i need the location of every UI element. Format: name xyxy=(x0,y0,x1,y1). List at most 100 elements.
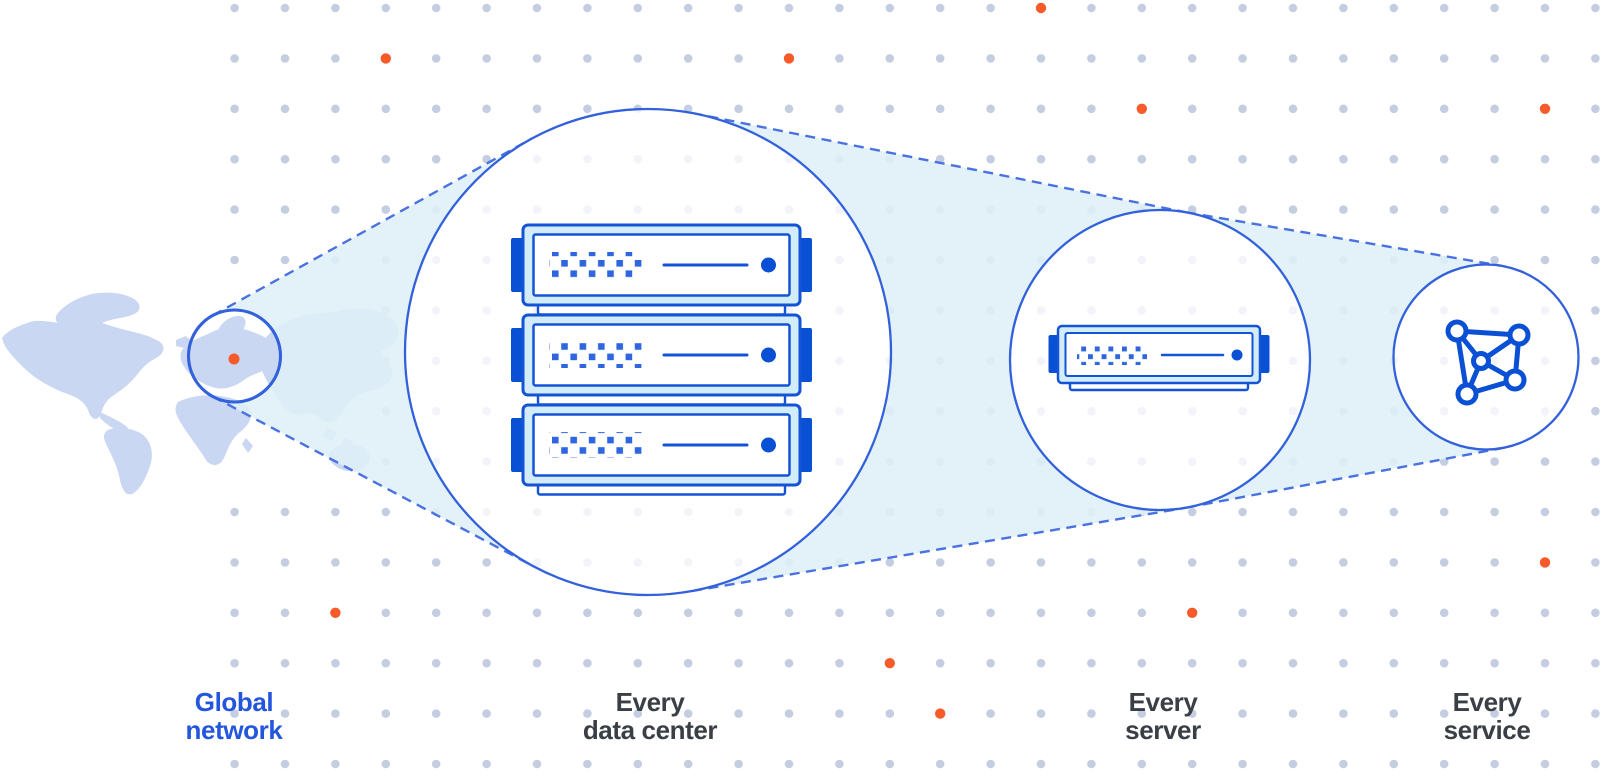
grid-dot xyxy=(633,759,643,769)
grid-dot xyxy=(683,658,693,668)
grid-dot xyxy=(230,608,239,618)
single-server-icon xyxy=(1048,324,1270,392)
grid-dot xyxy=(835,104,844,114)
grid-dot xyxy=(1389,3,1399,13)
grid-dot xyxy=(381,154,391,164)
grid-dot xyxy=(935,558,945,567)
grid-dot xyxy=(1137,54,1147,63)
grid-dot xyxy=(1490,104,1499,114)
grid-dot xyxy=(331,54,340,63)
grid-dot xyxy=(1540,54,1550,63)
grid-dot xyxy=(230,205,239,214)
grid-dot xyxy=(331,507,340,517)
grid-dot xyxy=(1540,457,1550,466)
grid-dot xyxy=(1439,658,1449,668)
grid-dot xyxy=(1288,558,1298,567)
grid-dot xyxy=(230,759,239,769)
grid-dot xyxy=(935,608,945,618)
grid-dot xyxy=(280,255,290,265)
grid-dot xyxy=(1490,608,1499,618)
grid-dot xyxy=(1389,709,1399,718)
grid-dot xyxy=(1389,658,1399,668)
grid-dot xyxy=(482,54,491,63)
grid-dot xyxy=(1439,507,1449,517)
grid-dot xyxy=(986,558,995,567)
grid-dot xyxy=(1187,54,1197,63)
grid-dot xyxy=(734,54,743,63)
grid-dot xyxy=(331,205,340,214)
grid-dot xyxy=(1490,658,1499,668)
grid-dot xyxy=(1187,759,1197,769)
grid-dot xyxy=(532,709,542,718)
grid-dot xyxy=(381,104,391,114)
grid-dot xyxy=(734,3,743,13)
grid-dot xyxy=(1591,3,1600,13)
grid-dot xyxy=(1339,709,1348,718)
grid-dot-orange xyxy=(884,658,895,669)
grid-dot xyxy=(381,608,391,618)
grid-dot xyxy=(1591,759,1600,769)
zoom-beam-datacenter-to-server xyxy=(692,113,1188,591)
grid-dot xyxy=(1591,558,1600,567)
server-unit xyxy=(511,223,812,316)
grid-dot xyxy=(1087,3,1096,13)
grid-dot xyxy=(1137,759,1147,769)
grid-dot xyxy=(331,154,340,164)
grid-dot xyxy=(1490,3,1499,13)
label-line: Every xyxy=(1128,687,1198,717)
grid-dot xyxy=(1288,104,1298,114)
grid-dot xyxy=(1490,759,1499,769)
grid-dot xyxy=(1187,104,1197,114)
grid-dot-orange xyxy=(1035,2,1047,14)
grid-dot xyxy=(230,3,239,13)
grid-dot xyxy=(1288,658,1298,668)
grid-dot xyxy=(280,608,290,618)
label-every-data-center: Every data center xyxy=(520,688,780,744)
grid-dot xyxy=(381,3,391,13)
grid-dot xyxy=(482,558,491,567)
grid-dot xyxy=(1389,759,1399,769)
grid-dot xyxy=(230,558,239,567)
grid-dot xyxy=(734,759,743,769)
grid-dot xyxy=(1187,154,1197,164)
grid-dot xyxy=(1288,205,1298,214)
grid-dot xyxy=(1439,104,1449,114)
grid-dot xyxy=(583,3,592,13)
grid-dot xyxy=(1339,558,1348,567)
grid-dot xyxy=(1540,205,1550,214)
grid-dot xyxy=(1439,558,1449,567)
grid-dot xyxy=(1238,154,1247,164)
grid-dot xyxy=(1591,205,1600,214)
grid-dot-orange xyxy=(1136,103,1148,115)
grid-dot xyxy=(280,709,290,718)
grid-dot xyxy=(1087,558,1096,567)
grid-dot xyxy=(734,608,743,618)
grid-dot xyxy=(1288,507,1298,517)
grid-dot xyxy=(482,658,491,668)
grid-dot xyxy=(1036,759,1046,769)
grid-dot xyxy=(230,104,239,114)
grid-dot xyxy=(331,759,340,769)
grid-dot xyxy=(1238,709,1247,718)
grid-dot xyxy=(1540,154,1550,164)
grid-dot xyxy=(1187,558,1197,567)
grid-dot xyxy=(1490,558,1499,567)
grid-dot xyxy=(230,255,239,265)
grid-dot xyxy=(1087,54,1096,63)
grid-dot xyxy=(1238,558,1247,567)
label-global-network: Global network xyxy=(104,688,364,744)
grid-dot xyxy=(431,759,441,769)
grid-dot-orange xyxy=(1539,103,1551,115)
grid-dot xyxy=(835,709,844,718)
grid-dot xyxy=(1591,658,1600,668)
grid-dot xyxy=(230,658,239,668)
grid-dot xyxy=(431,658,441,668)
grid-dot xyxy=(1591,507,1600,517)
grid-dot xyxy=(532,3,542,13)
grid-dot xyxy=(431,154,441,164)
grid-dot xyxy=(1439,205,1449,214)
grid-dot xyxy=(381,658,391,668)
grid-dot xyxy=(230,54,239,63)
grid-dot xyxy=(1540,507,1550,517)
